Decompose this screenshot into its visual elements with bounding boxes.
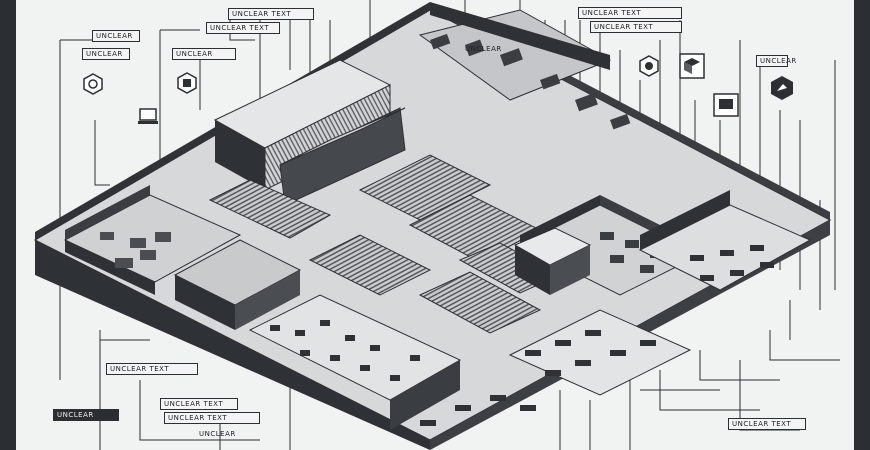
laptop-emblem-icon — [137, 105, 159, 127]
central-building-annex-top — [279, 107, 406, 166]
label-bottom-center-c: UNCLEAR — [199, 430, 236, 438]
shelving-rows-b — [358, 154, 492, 221]
label-left-third: UNCLEAR — [172, 48, 236, 60]
label-bottom-right-a: UNCLEAR TEXT — [728, 418, 806, 430]
machinery-details — [430, 33, 631, 130]
far-right-room-wall — [640, 190, 730, 250]
central-building-front — [215, 120, 265, 190]
far-right-desks — [690, 245, 774, 281]
shelving-rows-d — [308, 234, 432, 296]
bottom-center-desks — [420, 395, 536, 426]
label-top-center-b: UNCLEAR TEXT — [206, 22, 280, 34]
wall-front-left — [35, 240, 430, 450]
label-bottom-left-a: UNCLEAR TEXT — [106, 363, 198, 375]
bottom-right-desks — [525, 330, 656, 376]
shelving-rows-a — [208, 179, 332, 239]
inner-office-wall-side — [235, 270, 300, 330]
inner-office-wall — [175, 275, 235, 330]
machinery-wall — [430, 2, 610, 70]
tag-emblem-icon — [769, 75, 795, 101]
label-top-right-a: UNCLEAR TEXT — [578, 7, 682, 19]
shelving-rows-e — [418, 271, 542, 334]
left-border — [0, 0, 16, 450]
right-room-box-front — [515, 245, 550, 295]
label-bottom-left-dark: UNCLEAR — [53, 409, 119, 421]
right-room-box-side — [550, 245, 590, 295]
workstation-wall — [390, 360, 460, 430]
left-office-wall-back — [65, 185, 150, 240]
label-building-sign: UNCLEAR — [465, 45, 502, 53]
workstation-desks — [270, 320, 420, 381]
label-left-second: UNCLEAR — [82, 48, 130, 60]
right-room-wall-back — [520, 195, 600, 245]
label-top-center-a: UNCLEAR TEXT — [228, 8, 314, 20]
label-right-tag: UNCLEAR — [756, 55, 796, 67]
box-emblem-icon — [176, 72, 198, 94]
label-bottom-center-a: UNCLEAR TEXT — [160, 398, 238, 410]
hexagon-emblem-icon-right — [638, 55, 660, 77]
left-office-furniture — [100, 232, 171, 268]
left-office-wall — [65, 240, 155, 295]
label-bottom-center-b: UNCLEAR TEXT — [164, 412, 260, 424]
label-top-right-b: UNCLEAR TEXT — [590, 21, 682, 33]
right-border — [854, 0, 870, 450]
tv-emblem-icon — [678, 52, 706, 80]
label-left-top: UNCLEAR — [92, 30, 140, 42]
monitor-emblem-icon — [712, 92, 740, 118]
hexagon-emblem-icon — [82, 73, 104, 95]
